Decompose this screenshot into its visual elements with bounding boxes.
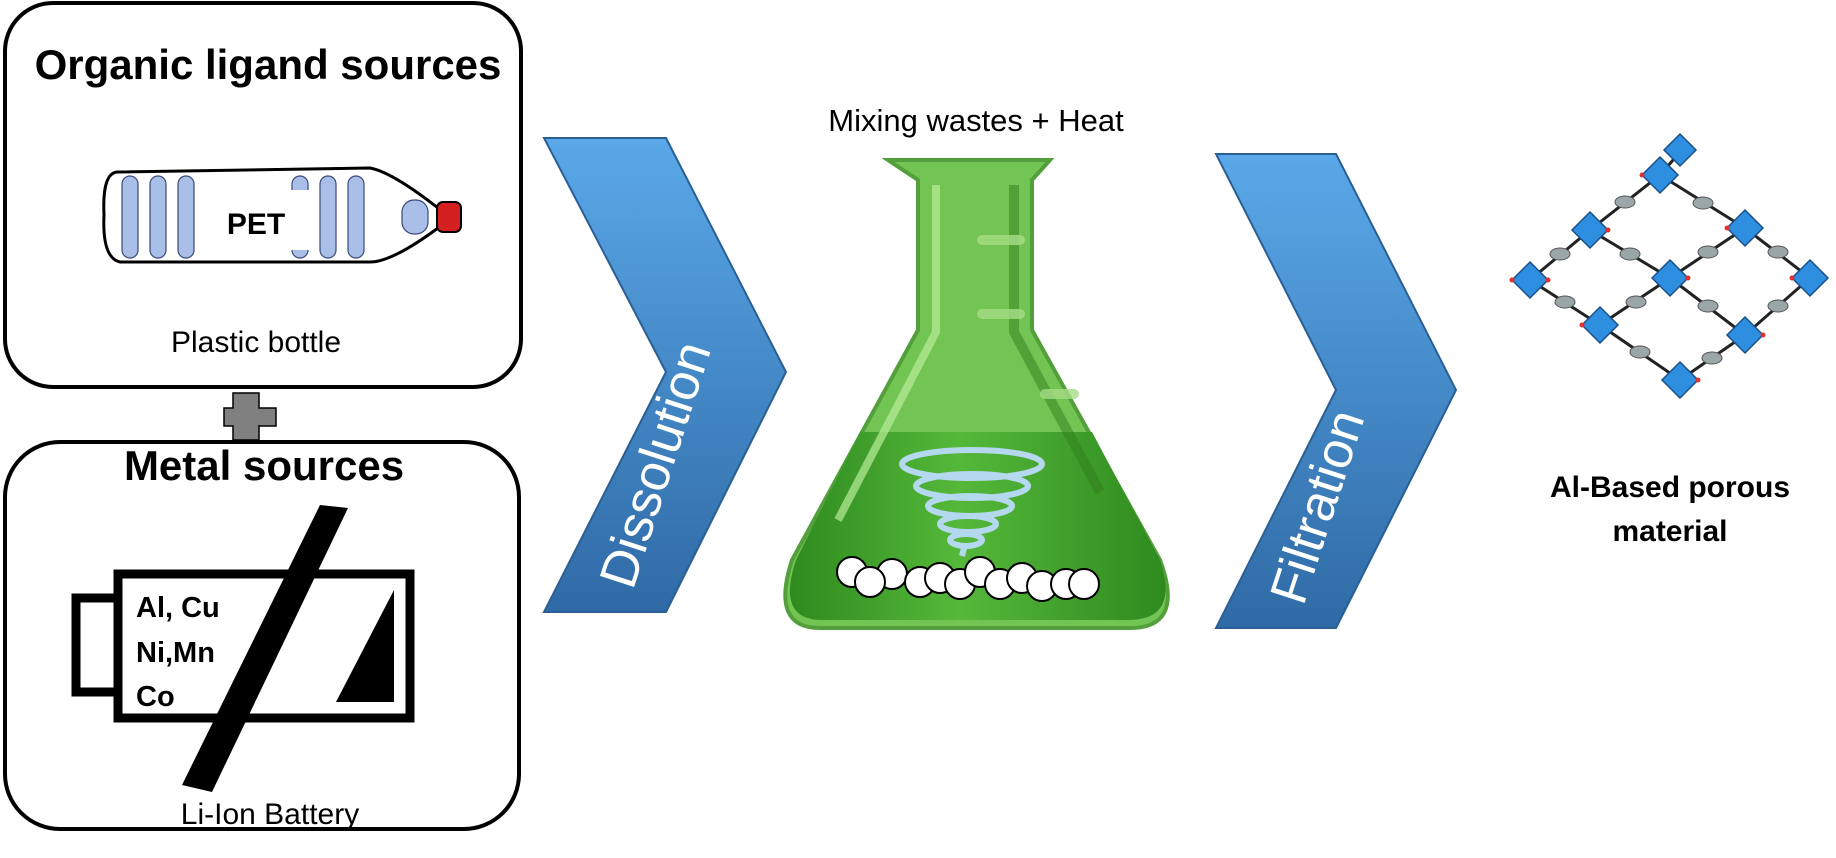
product-label-line1: Al-Based porous (1550, 471, 1790, 504)
battery-strike-slash (182, 505, 348, 792)
erlenmeyer-flask-icon (783, 158, 1170, 630)
organic-ligand-box: Organic ligand sources PET Plastic bottl… (3, 1, 523, 389)
dissolution-step-arrow: Dissolution (542, 137, 788, 613)
battery-caption: Li-Ion Battery (181, 798, 359, 831)
pet-label-bg (200, 190, 312, 250)
metals-line2: Ni,Mn (136, 637, 215, 669)
battery-icon: Al, Cu Ni,Mn Co (71, 505, 415, 792)
metals-line3: Co (136, 681, 175, 713)
mof-framework-icon (1509, 132, 1830, 400)
plastic-bottle-icon: PET (102, 166, 462, 264)
waste-beads (836, 556, 1100, 602)
metal-box-title: Metal sources (124, 442, 404, 489)
organic-box-title: Organic ligand sources (35, 41, 502, 88)
plus-icon (223, 392, 277, 441)
product-label-line2: material (1612, 515, 1727, 548)
metals-line1: Al, Cu (136, 592, 220, 624)
stirring-vortex-icon (899, 447, 1045, 557)
plastic-bottle-caption: Plastic bottle (171, 326, 341, 359)
pet-label: PET (227, 208, 285, 241)
flask-caption: Mixing wastes + Heat (828, 103, 1124, 138)
metal-sources-box: Metal sources Al, Cu Ni,Mn Co Li-Ion Bat… (3, 440, 521, 831)
filtration-step-arrow: Filtration (1214, 153, 1458, 629)
